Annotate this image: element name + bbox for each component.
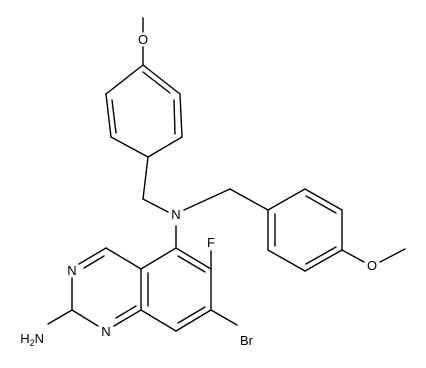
bond-ch2b-ring [229,188,269,211]
bond-ring2-4 [304,249,343,272]
atom-label-nh2: H2N [20,331,44,348]
bond-ch2a-n [142,198,169,213]
bond-c2-n1 [71,309,99,327]
atom-label-br: Br [240,333,254,348]
bond-n1-c8a [113,309,142,327]
bond-c8-c8a [140,309,177,332]
bond-c4-n3-inner [83,255,105,269]
bond-ring1-6 [142,64,181,95]
bond-c7-br [210,309,238,326]
bond-ome2-ch3 [379,248,406,263]
atom-label-n3: N [67,263,76,278]
bond-c4a-c5 [140,247,177,270]
bond-c4a-c4 [105,247,142,270]
bond-c5-c6-inner [177,255,206,273]
bond-c7-c8 [175,309,212,332]
bond-ring2-5 [267,249,306,272]
bond-ring1-5 [179,93,183,138]
atom-label-o-lower: O [367,258,377,273]
atom-label-n-amine: N [171,207,180,222]
bond-c5-c6 [175,247,212,270]
bond-ring1-inner-c [142,71,171,94]
bond-n-ch2b [183,188,231,211]
bond-ring1-inner-a [111,99,117,134]
bond-ring1-2 [105,93,112,138]
bond-ring2-inner-b [305,246,337,265]
atom-label-f: F [207,235,215,250]
bonds [47,17,406,332]
bond-c2-nh2 [47,309,73,325]
bond-ring1-1 [105,64,144,95]
bond-ome2-o-ring [341,249,365,263]
bond-ring2-2 [304,188,343,211]
bond-ring1-3 [110,136,149,158]
bond-n1-c8a-inner [115,305,137,319]
bond-ring1-inner-b [173,99,176,135]
atom-label-n1: N [101,324,110,339]
bond-ring2-1 [267,188,306,211]
bond-c4-n3 [78,247,107,265]
atom-label-o-upper: O [138,32,148,47]
bond-ch2a-ring [142,156,149,200]
atom-labels: O N F N O N H2N Br [20,32,377,348]
bond-c7-c8-inner [177,306,206,324]
bond-ring2-inner-a [305,195,337,214]
bond-ring1-4 [147,136,183,158]
